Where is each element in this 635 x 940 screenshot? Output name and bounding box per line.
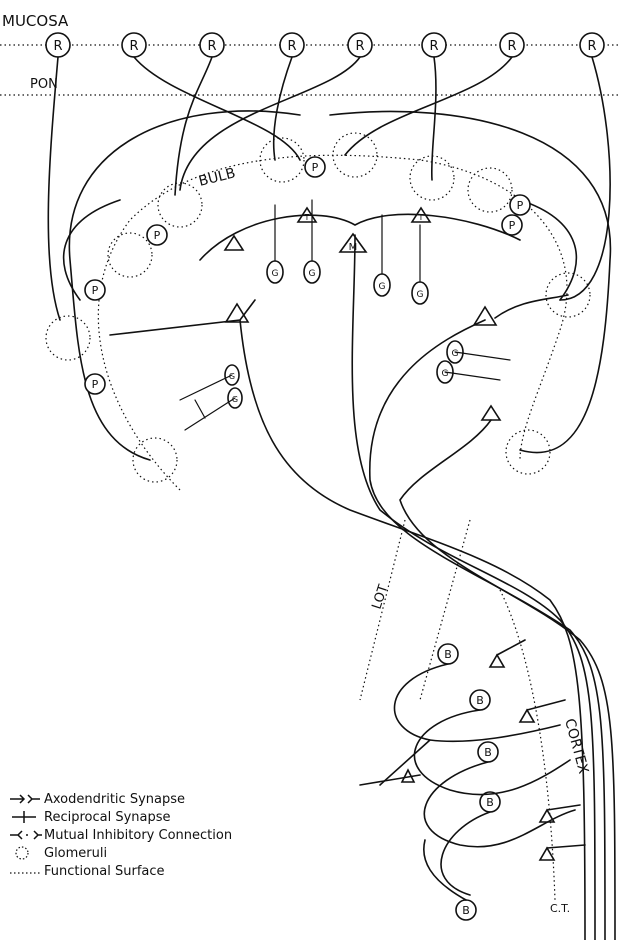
- cortex-connections: [360, 640, 585, 900]
- legend-text: Reciprocal Synapse: [44, 810, 171, 825]
- svg-text:G: G: [442, 369, 449, 379]
- svg-text:G: G: [417, 290, 424, 300]
- svg-text:B: B: [444, 648, 452, 661]
- legend-item-reciprocal: Reciprocal Synapse: [8, 808, 338, 826]
- legend-text: Glomeruli: [44, 846, 107, 861]
- axodendritic-synapse-icon: [8, 792, 44, 806]
- svg-text:P: P: [92, 378, 99, 391]
- svg-text:P: P: [509, 219, 516, 232]
- svg-text:P: P: [517, 199, 524, 212]
- legend-item-functional-surface: Functional Surface: [8, 862, 338, 880]
- legend: Axodendritic Synapse Reciprocal Synapse …: [8, 790, 338, 880]
- tufted-cell: [482, 406, 500, 420]
- mitral-cell: [474, 307, 496, 325]
- reciprocal-synapse-icon: [8, 810, 44, 824]
- legend-item-mutual-inhibitory: Mutual Inhibitory Connection: [8, 826, 338, 844]
- svg-text:R: R: [587, 39, 596, 54]
- periglomerular-cell: P: [85, 374, 105, 394]
- svg-text:R: R: [507, 39, 516, 54]
- mucosa-label: MUCOSA: [2, 12, 69, 30]
- mitral-cell: M: [340, 234, 366, 253]
- pon-label: PON: [30, 77, 58, 92]
- granule-cell: G: [304, 261, 320, 283]
- svg-text:R: R: [287, 39, 296, 54]
- mitral-dendritic-arc: [200, 214, 520, 260]
- cortex-pyramidal-cell: [490, 655, 504, 667]
- cortex-pyramidal-cells: [402, 655, 554, 860]
- svg-text:G: G: [452, 349, 459, 359]
- periglomerular-cell: P: [510, 195, 530, 215]
- receptor-cell: R: [200, 33, 224, 57]
- cortex-cells: B B B B B: [438, 644, 500, 920]
- receptor-cell: R: [500, 33, 524, 57]
- lot-label: LOT: [370, 583, 392, 611]
- cortex-pyramidal-cell: [520, 710, 534, 722]
- svg-text:P: P: [312, 161, 319, 174]
- legend-text: Axodendritic Synapse: [44, 792, 185, 807]
- cortex-b-cell: B: [438, 644, 458, 664]
- svg-text:G: G: [309, 269, 316, 279]
- svg-text:B: B: [484, 746, 492, 759]
- cortex-label: CORTEX: [561, 717, 591, 776]
- mutual-inhibitory-icon: [8, 828, 44, 842]
- receptor-cell: R: [122, 33, 146, 57]
- periglomerular-cell: P: [502, 215, 522, 235]
- bulb-outer-right: [330, 111, 610, 452]
- periglomerular-cell: P: [147, 225, 167, 245]
- granule-cell: G: [267, 261, 283, 283]
- granule-cells: G G G G G G G G: [225, 261, 463, 408]
- ct-label: C.T.: [550, 902, 570, 915]
- receptor-cell: R: [580, 33, 604, 57]
- legend-item-glomeruli: Glomeruli: [8, 844, 338, 862]
- granule-cell: G: [412, 282, 428, 304]
- svg-text:G: G: [379, 282, 386, 292]
- legend-item-axodendritic: Axodendritic Synapse: [8, 790, 338, 808]
- receptor-cell: R: [348, 33, 372, 57]
- svg-text:P: P: [154, 229, 161, 242]
- legend-text: Functional Surface: [44, 864, 165, 879]
- svg-text:R: R: [429, 39, 438, 54]
- receptor-cell: R: [422, 33, 446, 57]
- cortex-b-cell: B: [470, 690, 490, 710]
- svg-text:R: R: [53, 39, 62, 54]
- legend-text: Mutual Inhibitory Connection: [44, 828, 232, 843]
- svg-text:R: R: [207, 39, 216, 54]
- glomerulus-icon: [8, 846, 44, 860]
- receptor-axons: [48, 57, 610, 320]
- svg-text:M: M: [349, 242, 358, 253]
- granule-cell: G: [374, 274, 390, 296]
- svg-text:T: T: [304, 213, 310, 222]
- svg-text:B: B: [476, 694, 484, 707]
- svg-text:B: B: [486, 796, 494, 809]
- svg-text:R: R: [355, 39, 364, 54]
- bulb-label: BULB: [197, 165, 237, 190]
- bulb-functional-surface: [98, 155, 567, 490]
- cortex-b-cell: B: [456, 900, 476, 920]
- cortex-b-cell: B: [478, 742, 498, 762]
- periglomerular-cell: P: [85, 280, 105, 300]
- svg-text:G: G: [272, 269, 279, 279]
- svg-text:R: R: [129, 39, 138, 54]
- periglomerular-cell: P: [305, 157, 325, 177]
- receptor-cell: R: [280, 33, 304, 57]
- receptor-cell: R: [46, 33, 70, 57]
- functional-surface-icon: [8, 864, 44, 878]
- bulb-right-loop: [520, 200, 576, 300]
- svg-text:B: B: [462, 904, 470, 917]
- glomeruli: [46, 133, 590, 482]
- svg-text:P: P: [92, 284, 99, 297]
